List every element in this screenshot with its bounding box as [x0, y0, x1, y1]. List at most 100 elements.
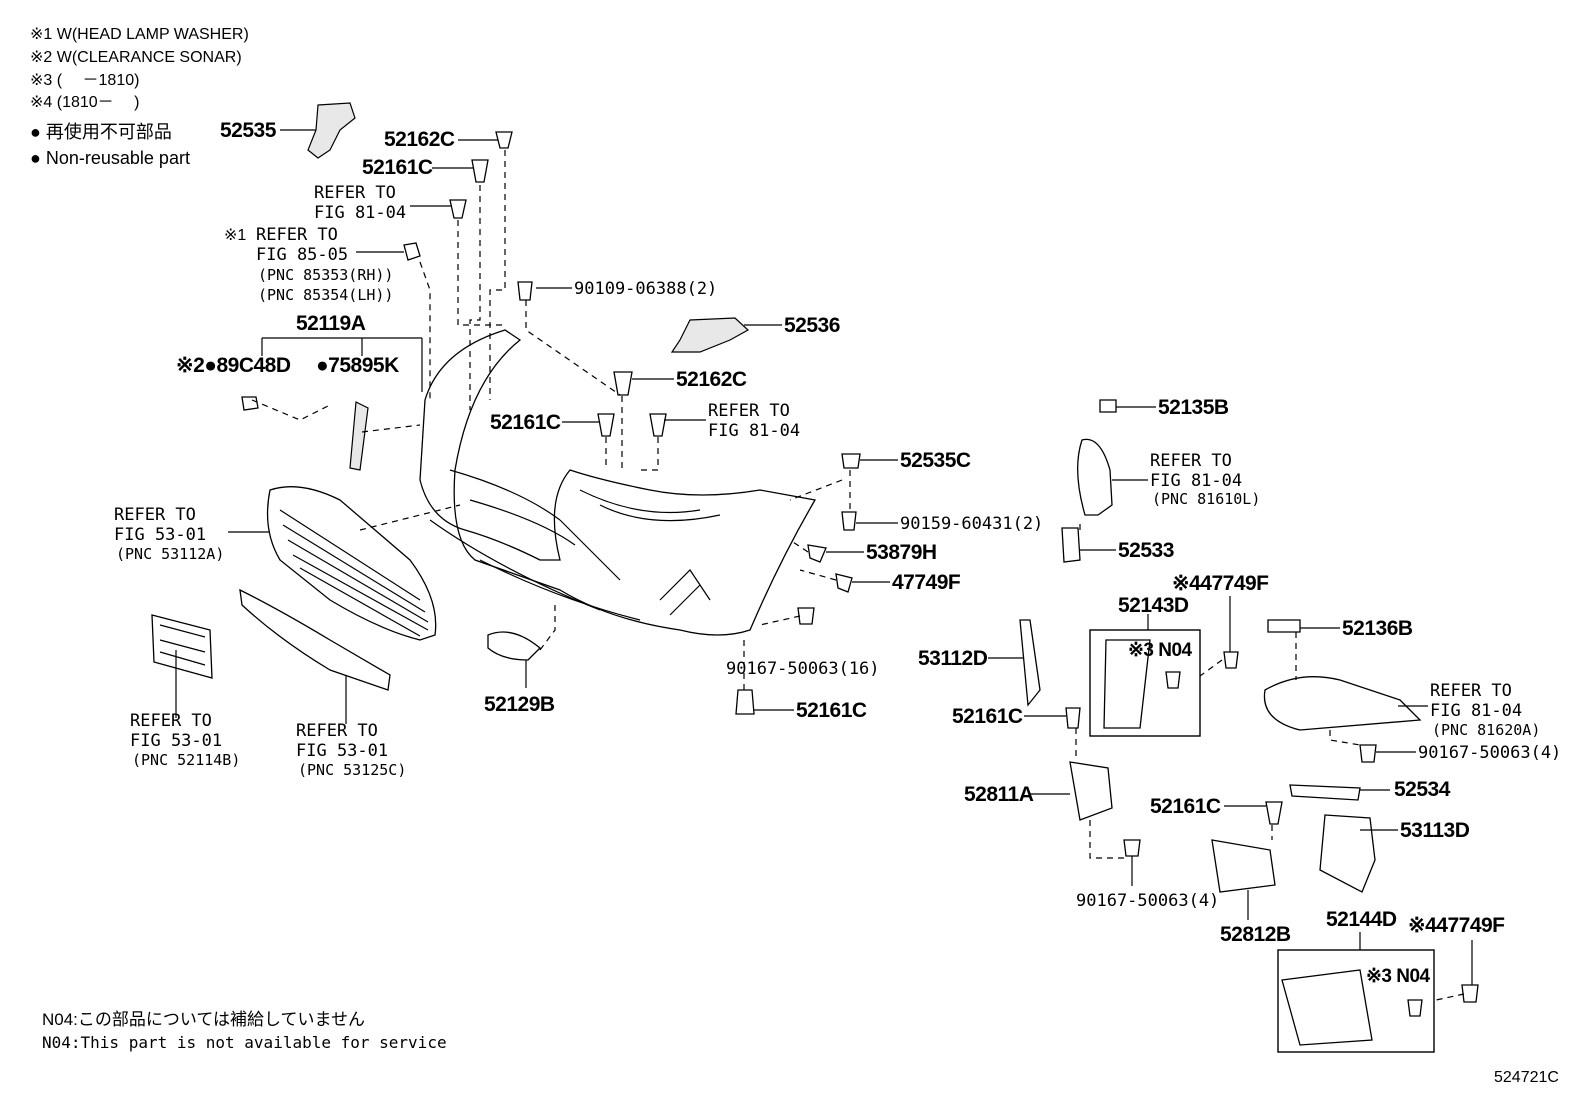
label-pnc-81610l: (PNC 81610L): [1152, 490, 1260, 508]
label-52161c-e: 52161C: [1150, 795, 1221, 818]
dashed-alignment-lines: [251, 150, 1465, 1001]
label-refer-to-5301b: REFER TO: [130, 711, 212, 731]
label-n04-a: ※3 N04: [1128, 640, 1193, 661]
label-refer-to-a1: REFER TO: [314, 183, 396, 203]
label-90159-60431: 90159-60431(2): [900, 514, 1043, 534]
label-note1-mark: ※1: [224, 227, 246, 244]
label-52161c-a: 52161C: [362, 156, 433, 179]
clip-52162c-a: [495, 131, 513, 149]
label-52161c-d: 52161C: [952, 705, 1023, 728]
clip-53879h: [807, 544, 827, 563]
bumper-cover-outline: [419, 329, 817, 636]
headlamp-bracket-left: [1077, 438, 1113, 516]
label-pnc-53125c: (PNC 53125C): [298, 761, 406, 779]
legend-non-reusable-en: ● Non-reusable part: [30, 148, 190, 168]
part-52136b: [1267, 619, 1301, 633]
clip-52161c-d: [1065, 707, 1081, 729]
bolt-90167-4a: [1359, 744, 1377, 763]
lower-grille-strip: [239, 588, 391, 691]
clip-52161c-c: [735, 689, 755, 715]
part-52536-bracket: [670, 317, 750, 353]
label-fig-53-01-c: FIG 53-01: [296, 741, 388, 761]
bumper-cover-details: [429, 469, 641, 621]
label-47749f-b: ※447749F: [1172, 572, 1269, 595]
n04-screw-a: [1165, 671, 1181, 689]
label-90109-06388: 90109-06388(2): [574, 279, 717, 299]
screw-47749f-c: [1461, 984, 1479, 1003]
label-47749f-c: ※447749F: [1408, 914, 1505, 937]
leader-lines: [175, 129, 1473, 985]
label-90167-50063-16: 90167-50063(16): [726, 659, 880, 679]
footer-n04-en: N04:This part is not available for servi…: [42, 1033, 447, 1052]
label-52535c: 52535C: [900, 449, 971, 472]
part-52534: [1289, 784, 1361, 801]
washer-nozzle-cap: [403, 242, 421, 261]
label-pnc-85354: (PNC 85354(LH)): [258, 286, 393, 304]
clip-ref-b: [649, 413, 667, 437]
fastener-glyphs: [449, 131, 861, 715]
label-pnc-81620a: (PNC 81620A): [1432, 721, 1540, 739]
label-53112d: 53112D: [918, 647, 988, 670]
part-52533: [1061, 527, 1081, 563]
label-89c48d: ※2●89C48D: [176, 354, 291, 377]
label-47749f-a: 47749F: [892, 571, 961, 594]
clip-52161c-a: [471, 159, 489, 183]
note-after-1810: ※4 (1810－ ): [30, 94, 139, 111]
note-head-lamp-washer: ※1 W(HEAD LAMP WASHER): [30, 26, 249, 43]
part-53112d: [1019, 619, 1041, 707]
grille-outline: [266, 486, 437, 641]
label-52533: 52533: [1118, 539, 1174, 562]
label-refer-to-5301c: REFER TO: [296, 721, 378, 741]
part-52811a: [1069, 761, 1113, 821]
part-52812b: [1211, 839, 1276, 893]
note-clearance-sonar: ※2 W(CLEARANCE SONAR): [30, 49, 242, 66]
label-52135b: 52135B: [1158, 396, 1229, 419]
bolt-90109: [517, 281, 533, 301]
radiator-grille-illustration: [266, 486, 437, 641]
part-75895k-strip: [349, 401, 369, 471]
label-52143d: 52143D: [1118, 594, 1189, 617]
label-90167-50063-4a: 90167-50063(4): [1418, 743, 1561, 763]
label-52162c-a: 52162C: [384, 128, 455, 151]
label-52161c-c: 52161C: [796, 699, 867, 722]
label-fig-81-04-c: FIG 81-04: [1150, 471, 1242, 491]
grille-slats: [279, 509, 429, 637]
bolt-90159: [841, 511, 857, 531]
label-52534: 52534: [1394, 778, 1451, 801]
clip-52161c-e: [1265, 801, 1283, 825]
label-53879h: 53879H: [866, 541, 937, 564]
label-pnc-85353: (PNC 85353(RH)): [258, 266, 393, 284]
legend-non-reusable-jp: ● 再使用不可部品: [30, 122, 172, 142]
label-75895k: ●75895K: [316, 354, 399, 377]
label-refer-to-8505: REFER TO: [256, 225, 338, 245]
footer-n04-jp: N04:この部品については補給していません: [42, 1010, 365, 1029]
bumper-cover-grille-edge: [559, 489, 721, 581]
part-52144d: [1281, 969, 1373, 1046]
label-52129b: 52129B: [484, 693, 555, 716]
label-52536: 52536: [784, 314, 840, 337]
clip-ref-a: [449, 199, 467, 219]
license-plate-bracket-illustration: [151, 614, 213, 679]
headlamp-bracket-right: [1263, 676, 1422, 731]
label-fig-53-01-b: FIG 53-01: [130, 731, 222, 751]
clip-52161c-b: [597, 413, 615, 437]
figure-id: 524721C: [1494, 1069, 1559, 1086]
label-90167-50063-4b: 90167-50063(4): [1076, 891, 1219, 911]
label-fig-53-01-a: FIG 53-01: [114, 525, 206, 545]
part-52129b-cover: [487, 631, 541, 661]
clip-52162c-b: [613, 371, 633, 396]
label-52811a: 52811A: [964, 783, 1034, 806]
label-52144d: 52144D: [1326, 908, 1397, 931]
part-89c48d-sensor: [241, 396, 259, 411]
part-52135b: [1099, 399, 1117, 413]
label-fig-81-04-d: FIG 81-04: [1430, 701, 1522, 721]
label-refer-to-c1: REFER TO: [1150, 451, 1232, 471]
part-52535-bracket: [307, 102, 356, 159]
bumper-cover-illustration: [419, 329, 817, 636]
right-side-parts: [1019, 399, 1479, 1046]
label-52136b: 52136B: [1342, 617, 1413, 640]
label-53113d: 53113D: [1400, 819, 1470, 842]
screw-47749f-b: [1223, 651, 1239, 669]
